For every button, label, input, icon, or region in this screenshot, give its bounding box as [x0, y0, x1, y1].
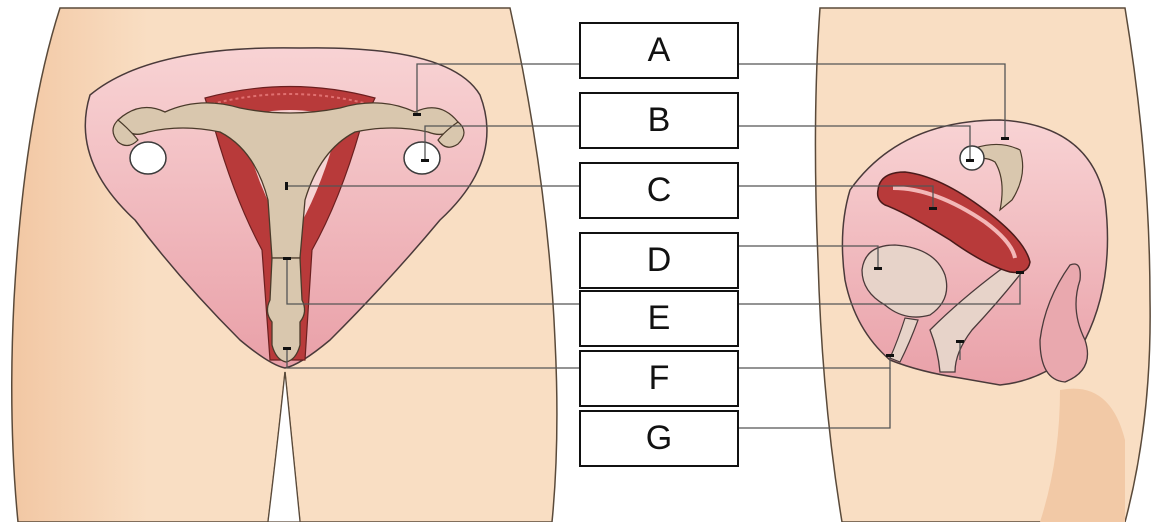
front-cervix-vagina: [267, 258, 304, 362]
label-d-text: D: [647, 241, 672, 280]
front-view: [12, 8, 557, 522]
label-b-text: B: [648, 101, 671, 140]
label-a-text: A: [648, 31, 671, 70]
marker-f-side: [886, 354, 894, 357]
marker-e-side: [1016, 271, 1024, 274]
marker-side-cervix: [956, 340, 964, 343]
front-ovary-right: [404, 142, 440, 174]
marker-d-side: [874, 267, 882, 270]
label-box-b[interactable]: B: [579, 92, 739, 149]
front-ovary-left: [130, 142, 166, 174]
label-c-text: C: [647, 171, 672, 210]
marker-c-side: [929, 207, 937, 210]
marker-b-side: [966, 159, 974, 162]
marker-e-front: [283, 257, 291, 260]
label-box-e[interactable]: E: [579, 290, 739, 347]
label-box-g[interactable]: G: [579, 410, 739, 467]
marker-a-side: [1001, 137, 1009, 140]
label-g-text: G: [646, 419, 672, 458]
label-box-f[interactable]: F: [579, 350, 739, 407]
label-e-text: E: [648, 299, 671, 338]
label-f-text: F: [649, 359, 670, 398]
side-view: [815, 8, 1150, 522]
label-box-c[interactable]: C: [579, 162, 739, 219]
marker-a-front: [413, 113, 421, 116]
label-box-a[interactable]: A: [579, 22, 739, 79]
side-ovary: [960, 146, 984, 170]
label-box-d[interactable]: D: [579, 232, 739, 289]
marker-f-front: [283, 347, 291, 350]
marker-b-front: [421, 159, 429, 162]
marker-c-front: [285, 182, 288, 190]
